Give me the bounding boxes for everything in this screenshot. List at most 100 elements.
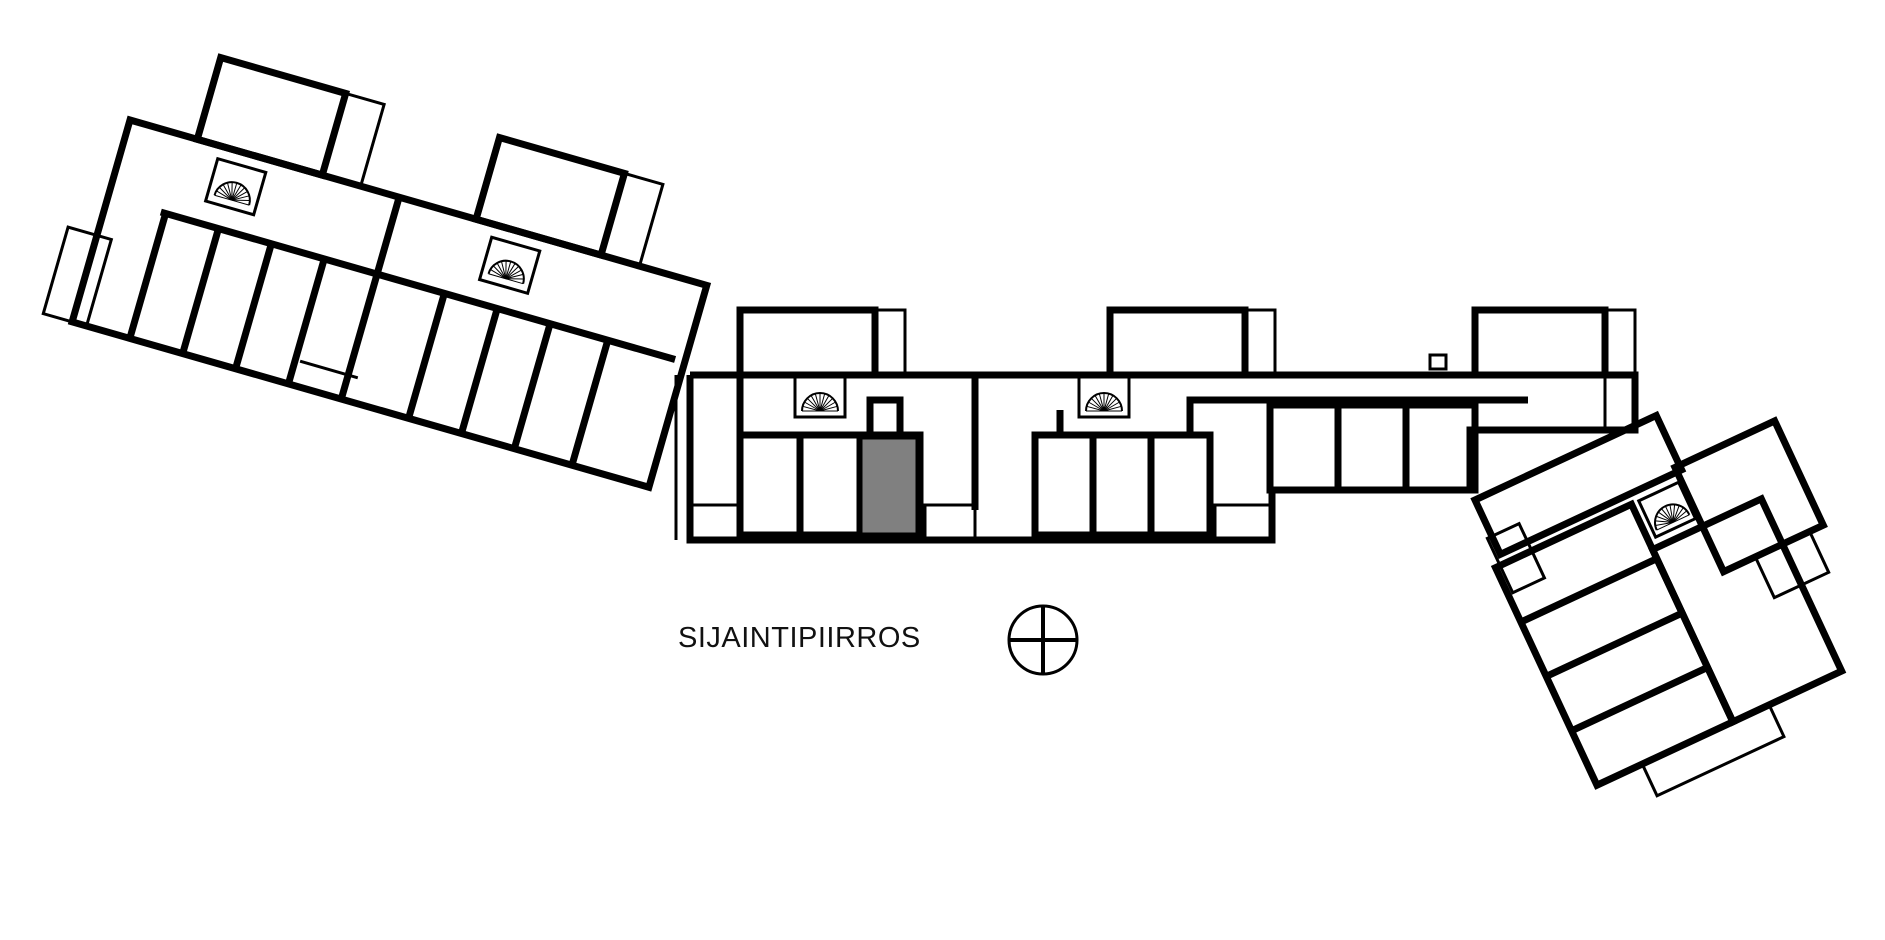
stair-fan: [1085, 392, 1123, 412]
stair-step: [819, 401, 836, 412]
west-balcony-1-side: [320, 91, 386, 189]
stair-step: [806, 397, 821, 412]
stair-step: [804, 401, 821, 412]
stair-step: [1657, 511, 1674, 523]
central-balcony-1-side: [873, 308, 907, 377]
plan-caption: SIJAINTIPIIRROS: [678, 622, 921, 654]
stair-step: [505, 261, 512, 279]
stair-step: [1103, 395, 1114, 412]
stair-step: [819, 405, 838, 412]
stair-box: [793, 375, 847, 419]
stair-step: [1672, 505, 1680, 523]
stair-step: [216, 190, 233, 201]
stair-step: [227, 182, 233, 201]
stair-arc: [1654, 503, 1691, 531]
stair-step: [1672, 507, 1684, 523]
stair-step: [231, 195, 250, 201]
stair-step: [1655, 515, 1674, 523]
west-balcony-2: [471, 133, 629, 260]
west-partition: [126, 212, 169, 340]
central-balcony-bottom-1: [688, 503, 740, 542]
central-units-b: [1031, 431, 1214, 539]
east-unit-partition: [1519, 555, 1659, 626]
stair-step: [500, 261, 507, 279]
stair-step: [488, 273, 506, 280]
stair-step: [1655, 521, 1674, 526]
stair-step: [505, 260, 507, 279]
central-balcony-3-side: [1603, 308, 1637, 377]
selected-apartment: [857, 434, 921, 538]
stair-box: [203, 156, 268, 217]
stair-step: [1103, 405, 1122, 412]
central-balcony-2-side: [1243, 308, 1277, 377]
stair-step: [1088, 401, 1105, 412]
stair-step: [214, 194, 232, 201]
stair-step: [1103, 393, 1110, 412]
stair-step: [1103, 397, 1118, 412]
east-unit-partition: [1544, 609, 1684, 680]
stair-step: [814, 393, 821, 412]
stair-step: [496, 262, 507, 279]
stair-step: [1098, 393, 1105, 412]
stair-step: [1672, 504, 1676, 523]
stair-fan: [487, 259, 525, 285]
stair-step: [222, 184, 233, 201]
stair-step: [231, 187, 246, 201]
east-wing-corner: [1670, 416, 1828, 577]
central-balcony-3: [1471, 306, 1609, 379]
stair-step: [505, 273, 524, 280]
west-partition: [285, 257, 328, 385]
stair-step: [819, 393, 826, 412]
central-balcony-2: [1106, 306, 1249, 379]
central-stair-1: [793, 375, 847, 419]
west-corridor-wall: [159, 208, 677, 363]
stair-step: [231, 199, 250, 206]
west-balcony-2-side: [599, 171, 665, 268]
stair-step: [1661, 508, 1674, 523]
stair-step: [1086, 405, 1105, 412]
stair-arc: [213, 181, 251, 206]
central-core-wall: [866, 396, 904, 435]
stair-box: [1077, 375, 1131, 419]
east-wing-top: [1470, 410, 1687, 560]
stair-step: [231, 184, 242, 201]
west-wing: [41, 53, 712, 492]
stair-step: [802, 405, 821, 412]
stair-box: [477, 235, 542, 296]
stair-step: [492, 265, 507, 280]
central-corridor: [1186, 396, 1528, 435]
stair-step: [1669, 504, 1674, 523]
stair-step: [1094, 395, 1105, 412]
stair-step: [1672, 510, 1688, 523]
west-partition: [405, 292, 448, 420]
central-balcony-bottom-2: [923, 503, 977, 542]
west-partition: [568, 339, 612, 467]
east-unit-partition: [1570, 664, 1710, 734]
stair-step: [505, 265, 520, 280]
stair-step: [505, 278, 524, 285]
stair-step: [490, 268, 507, 280]
stair-fan: [1654, 503, 1691, 531]
compass-cross-icon: [1007, 604, 1079, 676]
stair-step: [810, 395, 821, 412]
stair-step: [1672, 514, 1690, 523]
west-partition: [179, 227, 222, 355]
stair-step: [505, 269, 522, 280]
west-partition: [337, 196, 403, 401]
central-wing: [674, 306, 1639, 544]
west-end-balcony: [41, 225, 114, 328]
stair-step: [1656, 521, 1674, 531]
stair-arc: [487, 259, 525, 284]
east-wing-bottom-balcony: [1640, 702, 1786, 798]
central-stair-2: [1077, 375, 1131, 419]
east-stair: [1636, 480, 1698, 540]
stair-step: [505, 278, 524, 280]
stair-step: [231, 182, 233, 201]
central-balcony-bottom-3: [1213, 503, 1272, 542]
stair-step: [819, 395, 830, 412]
stair-step: [505, 263, 516, 279]
stair-step: [1103, 401, 1120, 412]
stair-fan: [801, 392, 839, 412]
stair-step: [819, 397, 834, 412]
